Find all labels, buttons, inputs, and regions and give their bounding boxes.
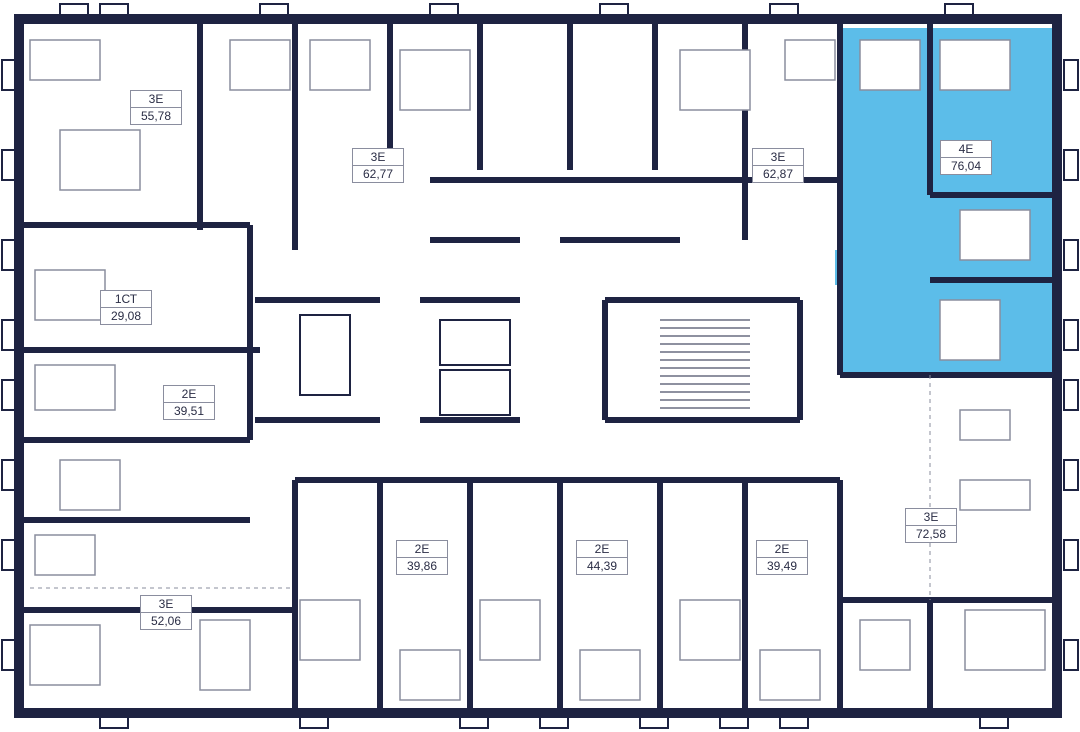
window [1,319,17,351]
furniture [29,624,101,686]
highlighted-unit-4e [835,28,1052,375]
outer-wall [14,14,1062,718]
furniture [29,39,101,81]
furniture [679,599,741,661]
furniture [399,49,471,111]
window [1063,239,1079,271]
furniture [34,269,106,321]
furniture [959,409,1011,441]
furniture [784,39,836,81]
furniture [579,649,641,701]
window [1063,379,1079,411]
window [1063,149,1079,181]
window [1,539,17,571]
window [1063,59,1079,91]
window [1,59,17,91]
furniture [34,364,116,411]
elevator [439,319,511,366]
elevator [439,369,511,416]
furniture [299,599,361,661]
furniture [59,129,141,191]
window [1063,539,1079,571]
furniture [199,619,251,691]
elevator [299,314,351,396]
furniture [939,299,1001,361]
furniture [759,649,821,701]
furniture [964,609,1046,671]
window [1063,459,1079,491]
furniture [859,39,921,91]
window [1063,639,1079,671]
furniture [399,649,461,701]
window [1,149,17,181]
window [1,459,17,491]
window [1,379,17,411]
window [1,639,17,671]
furniture [959,209,1031,261]
furniture [59,459,121,511]
furniture [229,39,291,91]
furniture [34,534,96,576]
furniture [479,599,541,661]
window [1,239,17,271]
window [1063,319,1079,351]
furniture [679,49,751,111]
furniture [309,39,371,91]
furniture [959,479,1031,511]
furniture [939,39,1011,91]
furniture [859,619,911,671]
